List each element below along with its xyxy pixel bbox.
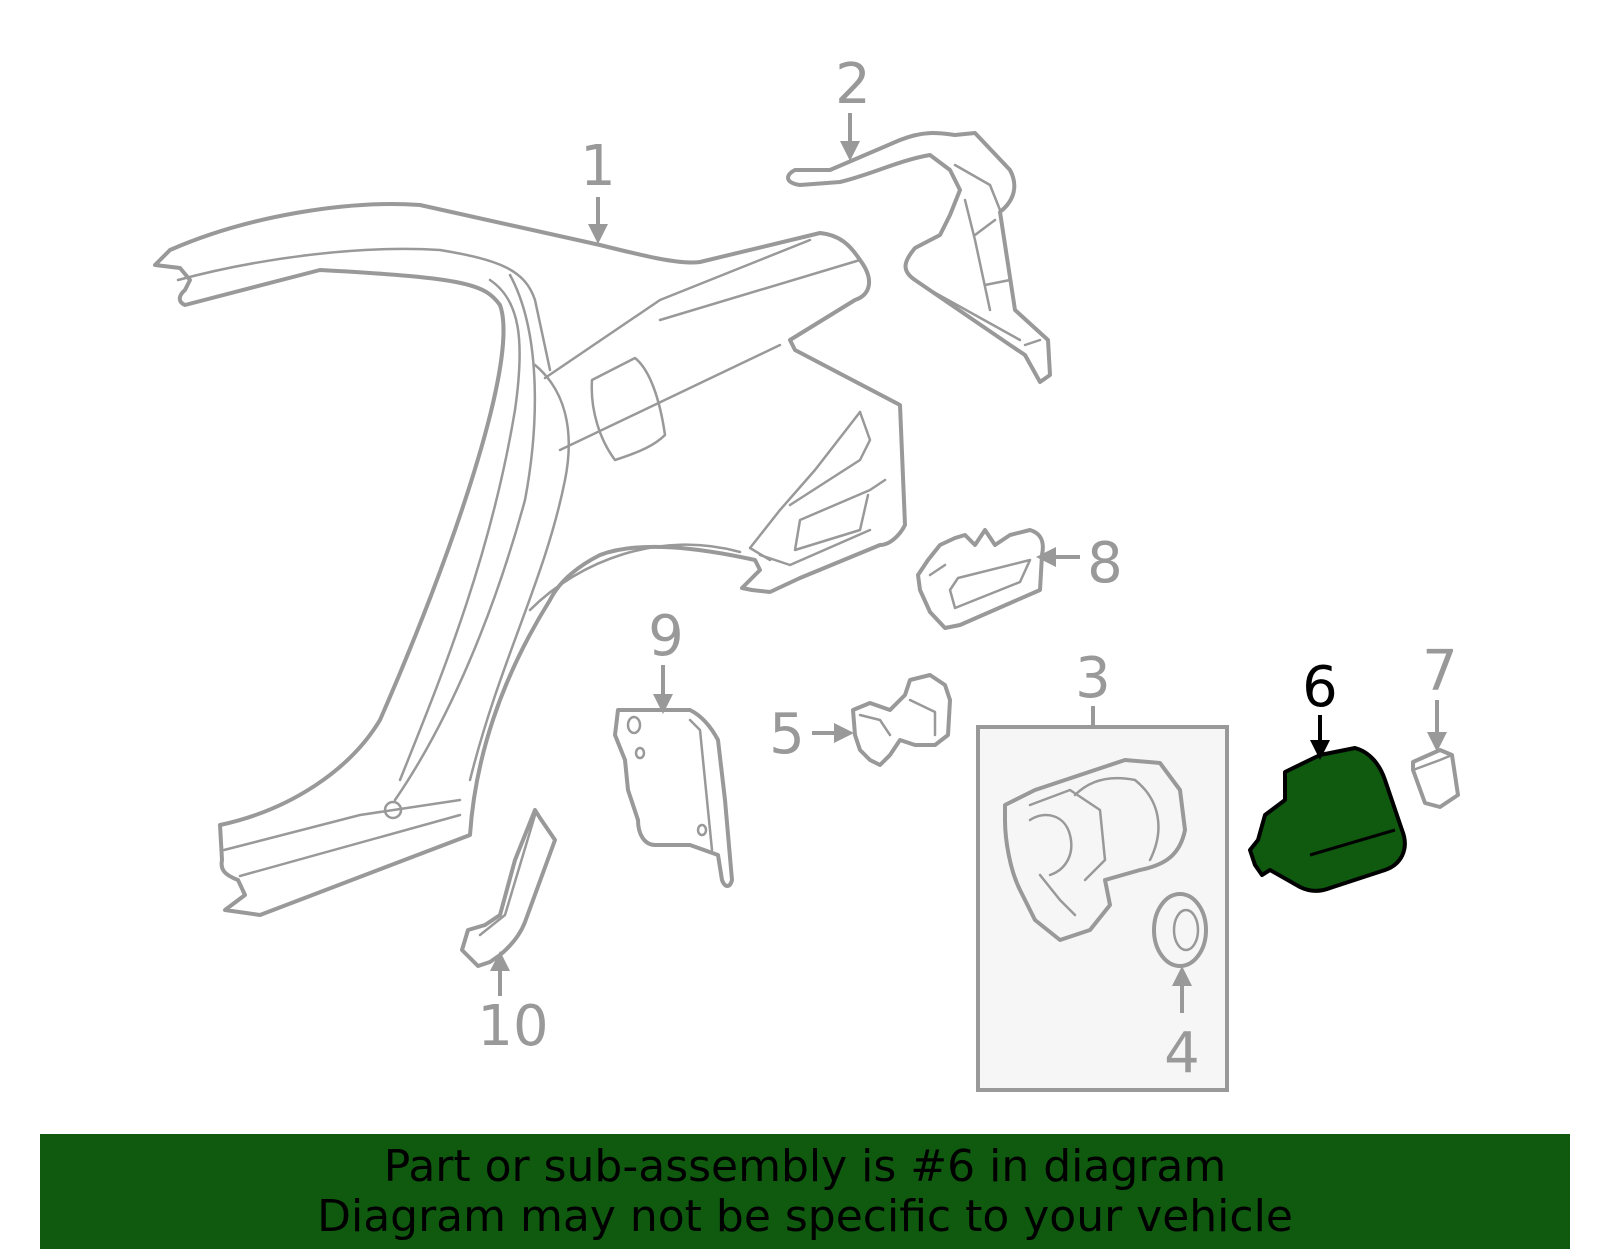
- part-10-strip: [460, 808, 557, 968]
- info-banner: Part or sub-assembly is #6 in diagram Di…: [40, 1134, 1570, 1249]
- part-8-bracket: [916, 528, 1045, 630]
- part-7-clip: [1411, 748, 1460, 809]
- part-6-fuel-door: [1248, 746, 1407, 893]
- banner-line-1: Part or sub-assembly is #6 in diagram: [383, 1141, 1227, 1192]
- part-3-housing-box: [976, 725, 1229, 1092]
- callout-1[interactable]: 1: [580, 134, 616, 199]
- callout-2[interactable]: 2: [835, 52, 871, 117]
- callout-5[interactable]: 5: [769, 702, 805, 767]
- callout-9[interactable]: 9: [648, 604, 684, 669]
- callout-4[interactable]: 4: [1164, 1021, 1200, 1086]
- callout-3[interactable]: 3: [1075, 646, 1111, 711]
- part-2-upper-bracket: [786, 131, 1052, 384]
- part-1-quarter-panel: [153, 202, 907, 917]
- callout-8[interactable]: 8: [1087, 531, 1123, 596]
- part-9-plate: [613, 708, 734, 888]
- callout-7[interactable]: 7: [1422, 639, 1458, 704]
- callout-6[interactable]: 6: [1302, 655, 1338, 720]
- callout-10[interactable]: 10: [477, 994, 548, 1059]
- part-5-latch: [851, 673, 952, 767]
- banner-line-2: Diagram may not be specific to your vehi…: [317, 1191, 1293, 1242]
